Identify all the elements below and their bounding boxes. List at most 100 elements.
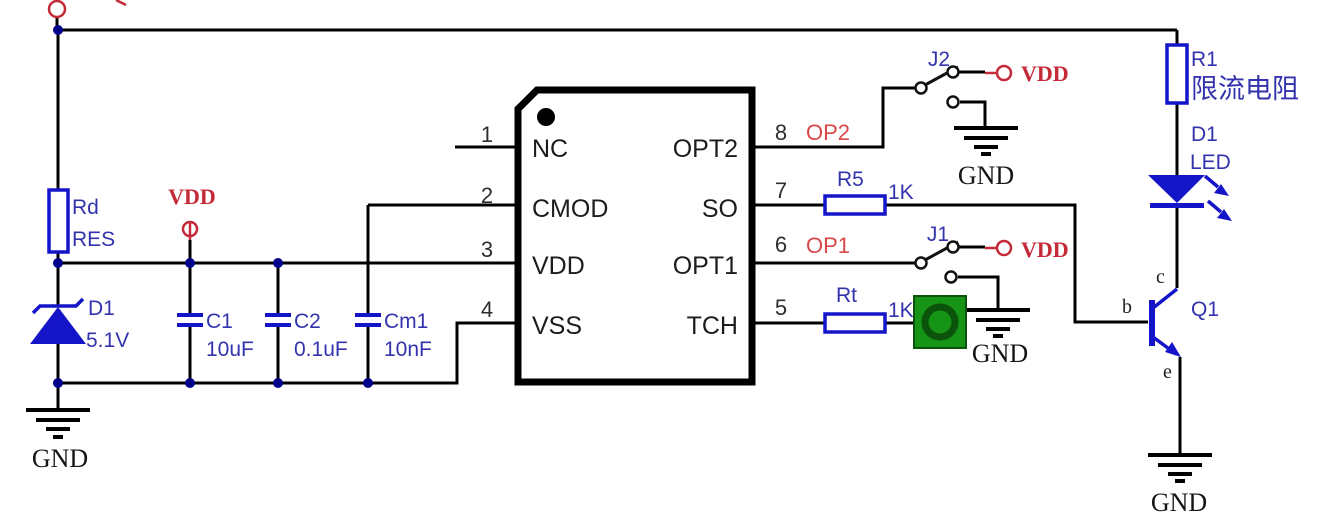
ic-pin-number: 3	[481, 237, 493, 262]
cap-plate	[265, 323, 291, 327]
led-arrow-icon	[1203, 174, 1220, 189]
j2-ref: J2	[928, 48, 950, 71]
led-arrow-head	[1217, 209, 1232, 221]
r1-ref: R1	[1191, 48, 1218, 71]
transistor-emitter-arrow	[1165, 342, 1181, 357]
switch-contact	[944, 270, 958, 284]
led-d1: D1 LED	[1148, 123, 1232, 221]
c2-ref: C2	[294, 310, 321, 333]
vdd-terminal-icon	[47, 0, 67, 19]
switch-contact	[946, 95, 960, 109]
ground-icon	[954, 126, 1018, 156]
r5-ref: R5	[837, 168, 864, 191]
vdd-label: VDD	[168, 184, 216, 209]
resistor-body	[823, 194, 887, 216]
switch-contact	[946, 65, 960, 79]
wire-opt2-to-j2	[755, 86, 915, 149]
ic-pin-name: VDD	[532, 252, 585, 280]
zener-cathode-bar	[31, 297, 85, 315]
zener-value: 5.1V	[86, 329, 129, 352]
ic-pin-name: OPT2	[673, 135, 738, 163]
zener-ref: D1	[88, 297, 115, 320]
led-value: LED	[1190, 151, 1231, 174]
c1-value: 10uF	[206, 338, 254, 361]
cap-plate	[355, 313, 381, 317]
capacitor-c1: C1 10uF	[177, 310, 254, 361]
ic-pin-name: OPT1	[673, 252, 738, 280]
transistor-collector	[1151, 287, 1179, 310]
cm1-value: 10nF	[384, 338, 432, 361]
gnd-label: GND	[958, 161, 1014, 190]
led-arrow-icon	[1206, 199, 1223, 214]
cm1-ref: Cm1	[384, 310, 428, 333]
touch-pad-ring-icon	[921, 303, 959, 341]
ic-pin-name: CMOD	[532, 195, 608, 223]
zener-diode: D1 5.1V	[30, 297, 129, 352]
diode-triangle	[30, 307, 86, 344]
gnd-label: GND	[1151, 488, 1207, 514]
transistor-base-bar	[1149, 300, 1155, 346]
ic-body: NC CMOD VDD VSS OPT2 SO OPT1 TCH 1 2 3 4…	[481, 86, 787, 386]
rd-value: RES	[72, 228, 115, 251]
vdd-terminal-icon	[995, 239, 1013, 257]
c2-value: 0.1uF	[294, 338, 348, 361]
junction-dot	[53, 258, 63, 268]
cap-plate	[355, 323, 381, 327]
q1-c-label: c	[1156, 266, 1165, 288]
junction-dot	[53, 25, 63, 35]
junction-dot	[53, 378, 63, 388]
pin1-marker-icon	[537, 108, 555, 126]
ground-icon	[26, 408, 90, 439]
op2-net-label: OP2	[806, 120, 850, 145]
jumper-j1: J1	[914, 223, 960, 284]
ground-q1: GND	[1148, 453, 1212, 514]
ground-icon	[966, 308, 1030, 338]
switch-contact	[946, 240, 960, 254]
wire-vss-rail	[58, 321, 515, 385]
cap-plate	[265, 313, 291, 317]
resistor-r5: R5 1K	[823, 168, 914, 216]
junction-dot	[185, 378, 195, 388]
touch-pad	[913, 295, 967, 349]
wires	[55, 17, 1182, 455]
resistor-body	[1165, 43, 1189, 105]
junction-dot	[273, 378, 283, 388]
ic-pin-name: VSS	[532, 312, 582, 340]
wire-j1-to-gnd	[958, 275, 1000, 310]
wire-so-net	[755, 203, 1148, 324]
junction-dot	[273, 258, 283, 268]
ic-pin-name: SO	[702, 195, 738, 223]
ic-pin-number: 7	[775, 178, 787, 203]
vdd-terminal-icon	[995, 64, 1013, 82]
j1-ref: J1	[927, 223, 949, 246]
power-terminals: VDD VDD VDD	[47, 0, 1069, 262]
rt-ref: Rt	[836, 284, 857, 307]
junction-dot	[363, 378, 373, 388]
ground-j1: GND	[966, 308, 1030, 368]
led-arrow-head	[1214, 184, 1229, 196]
resistor-rd: Rd RES	[47, 188, 115, 254]
c1-ref: C1	[206, 310, 233, 333]
capacitor-c2: C2 0.1uF	[265, 310, 348, 361]
capacitor-cm1: Cm1 10nF	[355, 310, 432, 361]
ground-j2: GND	[954, 126, 1018, 190]
switch-common-contact	[914, 256, 928, 270]
cap-plate	[177, 323, 203, 327]
resistor-rt: Rt 1K	[823, 284, 914, 334]
junction-dot	[185, 258, 195, 268]
diode-triangle	[1148, 175, 1205, 203]
rd-ref: Rd	[72, 196, 99, 219]
jumper-j2: J2	[914, 48, 960, 109]
wire-j2-to-gnd	[960, 100, 987, 128]
ic-pin-number: 8	[775, 120, 787, 145]
ground-icon	[1148, 453, 1212, 483]
ic-pin-number: 6	[775, 232, 787, 257]
q1-e-label: e	[1163, 361, 1172, 383]
gnd-label: GND	[32, 444, 88, 473]
gnd-label: GND	[972, 339, 1028, 368]
ic-outline	[514, 86, 756, 386]
resistor-r1: R1 限流电阻	[1165, 43, 1299, 105]
junction-dots	[53, 25, 373, 388]
resistor-body	[47, 188, 70, 254]
